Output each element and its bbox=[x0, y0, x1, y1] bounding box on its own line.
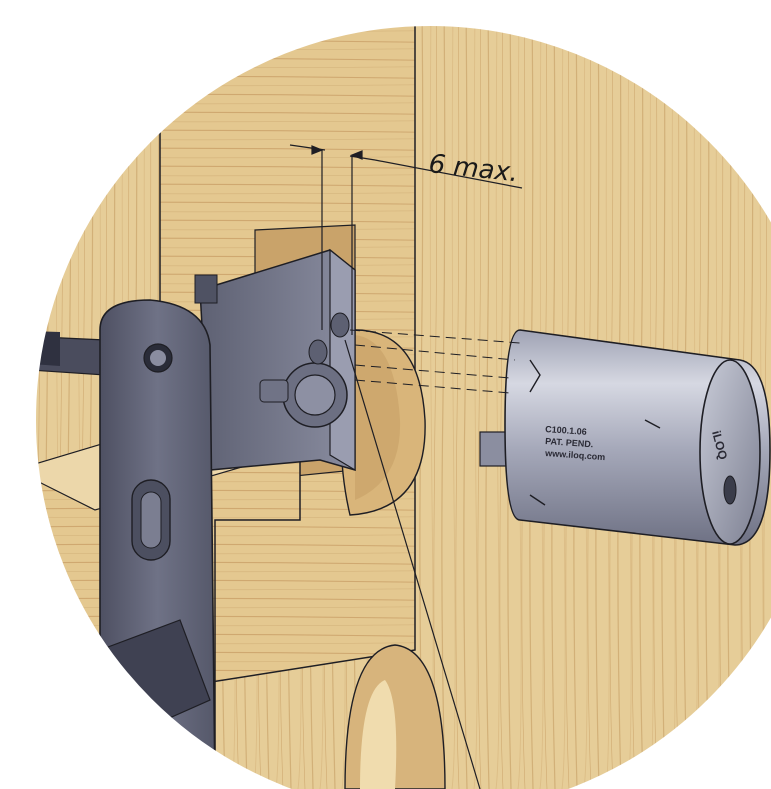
mortise-lock-icon bbox=[194, 248, 356, 472]
alignment-lines bbox=[349, 329, 521, 394]
leader-line bbox=[344, 339, 481, 789]
cylinder-model-code: C100.1.06 bbox=[545, 424, 587, 437]
dimension-annotation bbox=[289, 144, 523, 335]
bore-shadow bbox=[355, 335, 401, 500]
cylinder-patent-text: PAT. PEND. bbox=[545, 436, 594, 449]
lower-bore-inner bbox=[360, 680, 397, 789]
lock-cylinder-icon: C100.1.06 PAT. PEND. www.iloq.com iLOQ bbox=[479, 329, 771, 546]
magnifier-outline bbox=[34, 24, 771, 789]
faceplate bbox=[99, 299, 216, 789]
cylinder-url-text: www.iloq.com bbox=[544, 448, 606, 462]
